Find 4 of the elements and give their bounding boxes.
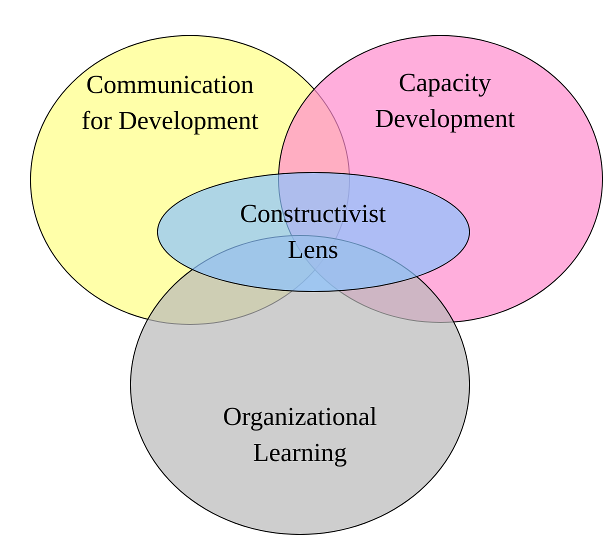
- circle-label: Capacity Development: [374, 67, 516, 135]
- circle-label: Organizational Learning: [222, 401, 378, 469]
- circle-label: Constructivist Lens: [239, 198, 387, 266]
- circle-label: Communication for Development: [80, 69, 260, 137]
